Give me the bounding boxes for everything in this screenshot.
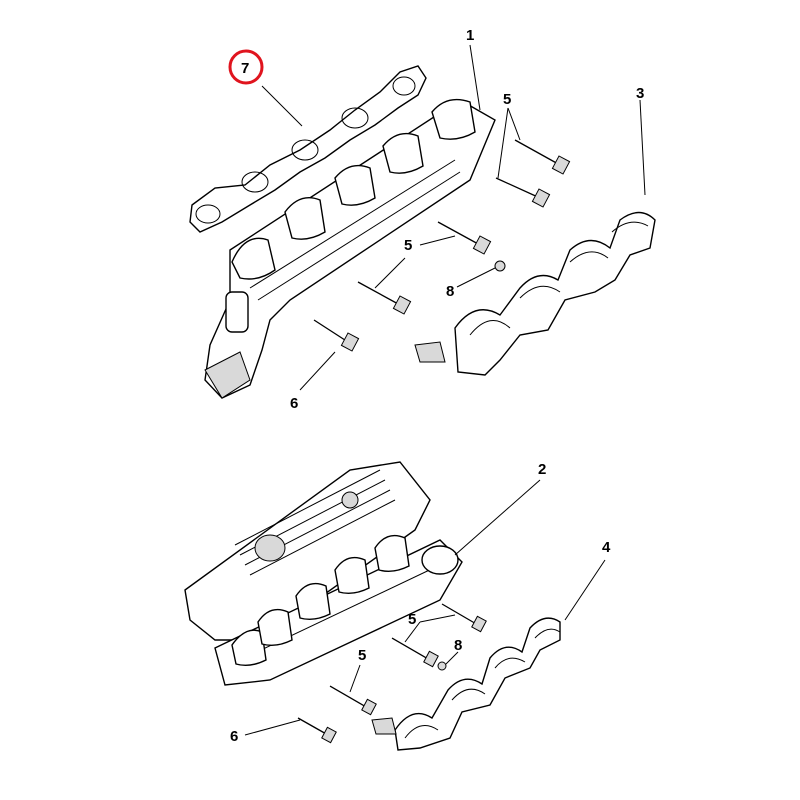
callout-8: 8	[446, 283, 454, 300]
heat-shield-right	[414, 211, 656, 376]
bolt	[329, 685, 377, 716]
callout-5: 5	[404, 237, 412, 254]
callout-1: 1	[466, 27, 474, 44]
exhaust-manifold-right	[204, 98, 496, 399]
bolt	[437, 221, 492, 255]
bolt	[514, 139, 571, 175]
exhaust-manifold-gasket	[189, 65, 427, 233]
callout-8: 8	[454, 637, 462, 654]
bolt	[495, 177, 551, 208]
callout-5: 5	[408, 611, 416, 628]
stud	[297, 717, 337, 744]
callout-2: 2	[538, 461, 546, 478]
bolt-group-bottom	[297, 603, 487, 744]
leader-lines-top	[261, 44, 646, 391]
callout-3: 3	[636, 85, 644, 102]
callout-6: 6	[230, 728, 238, 745]
bolt	[391, 637, 439, 668]
callout-7: 7	[241, 60, 249, 77]
highlight-ring	[228, 49, 264, 85]
nut	[437, 661, 447, 671]
callout-6: 6	[290, 395, 298, 412]
heat-shield-left	[371, 617, 561, 751]
exhaust-manifold-left	[214, 534, 463, 686]
stud	[313, 319, 360, 352]
callout-5: 5	[358, 647, 366, 664]
engine-cylinder-head	[184, 461, 431, 641]
leader-lines-bottom	[244, 479, 606, 736]
callout-5: 5	[503, 91, 511, 108]
bolt	[357, 281, 412, 315]
bolt-group-top	[313, 139, 571, 352]
callout-labels: 7 1 5 3 5 8 6 2 4 5 8 5 6	[228, 27, 644, 745]
nut	[494, 260, 506, 272]
callout-4: 4	[602, 539, 611, 556]
bolt	[441, 603, 487, 633]
